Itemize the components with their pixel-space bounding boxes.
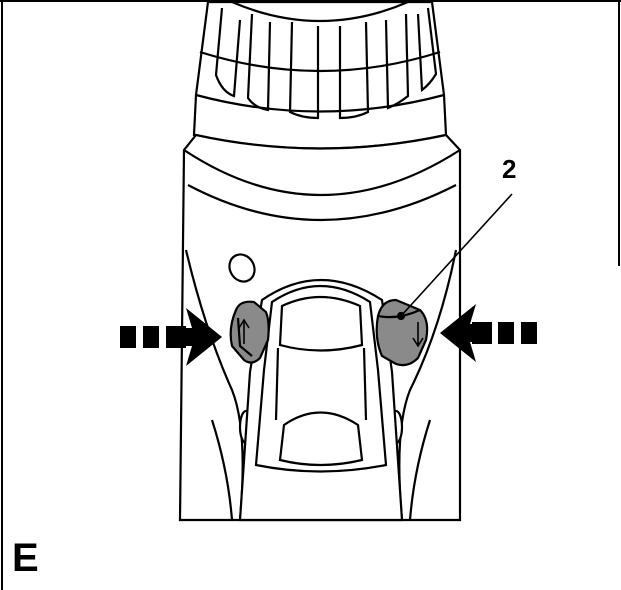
drill-handle bbox=[238, 278, 404, 522]
callout-leader-line bbox=[400, 193, 513, 317]
drill-chuck bbox=[192, 0, 448, 150]
callout-number: 2 bbox=[502, 154, 517, 184]
left-switch-button bbox=[229, 300, 270, 364]
figure-letter: E bbox=[12, 536, 39, 580]
push-arrow-right-icon bbox=[440, 304, 537, 362]
right-switch-button bbox=[375, 298, 429, 367]
arrow-down-icon bbox=[412, 322, 424, 348]
arrow-up-icon bbox=[238, 318, 250, 344]
push-arrow-left-icon bbox=[120, 308, 222, 366]
